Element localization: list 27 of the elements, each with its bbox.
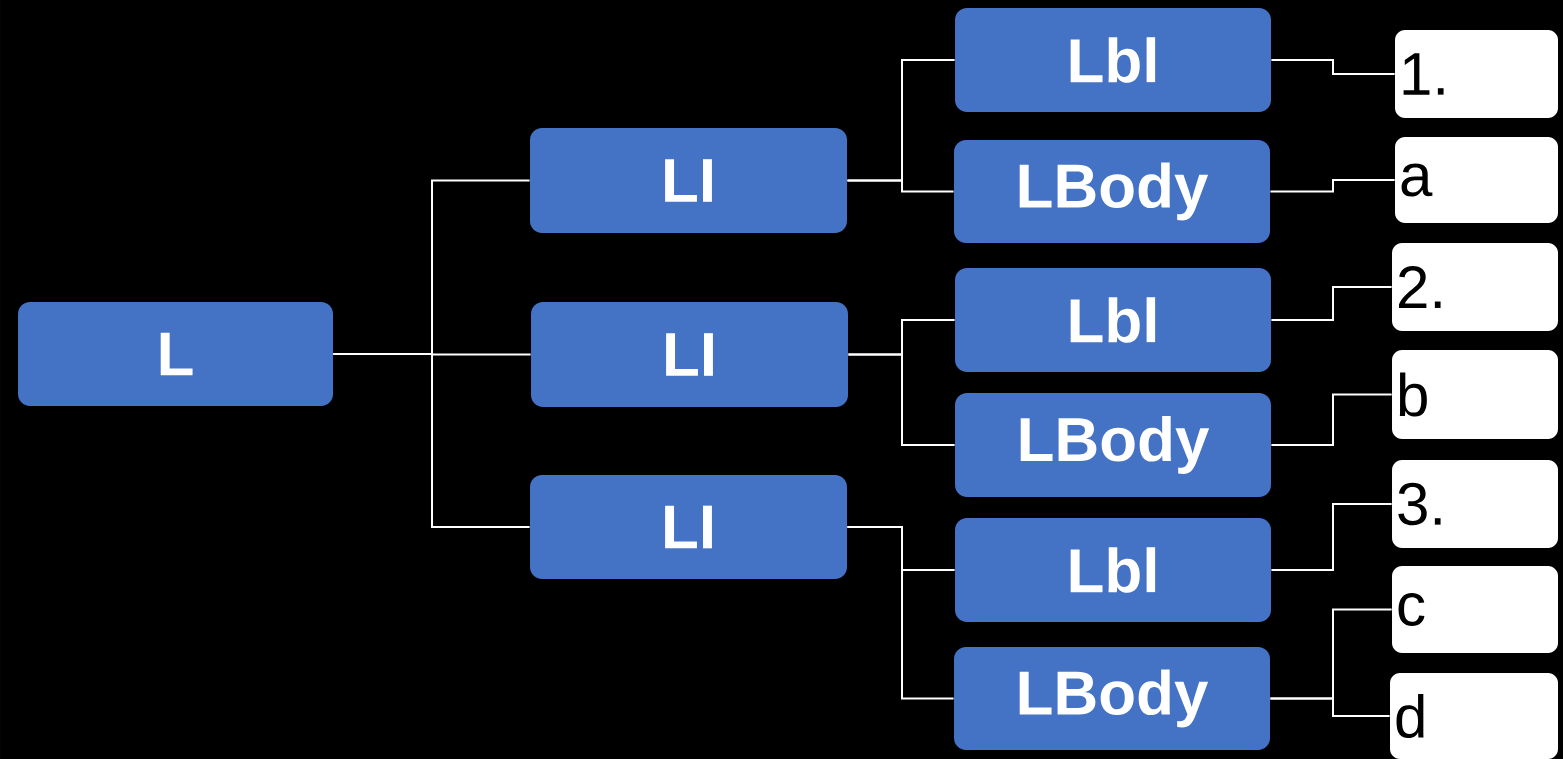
text-box: a <box>1395 137 1558 223</box>
text-box: c <box>1392 566 1558 653</box>
connector-line <box>1269 179 1396 193</box>
connector-line <box>1270 503 1393 571</box>
text-box: d <box>1390 673 1558 759</box>
text-box: 2. <box>1392 243 1558 331</box>
connector-line <box>846 526 955 700</box>
process-box: LI <box>531 302 848 407</box>
connector-line <box>1270 59 1396 75</box>
text-box: 1. <box>1395 30 1558 118</box>
connector-line <box>1270 286 1393 321</box>
process-box: Lbl <box>955 518 1271 622</box>
connector-line <box>847 353 956 446</box>
process-box: LBody <box>954 140 1270 243</box>
text-box: b <box>1392 350 1558 439</box>
text-box: 3. <box>1392 460 1558 548</box>
process-box: LBody <box>955 393 1271 497</box>
process-box: L <box>18 302 333 406</box>
process-box: LBody <box>954 647 1270 750</box>
connector-line <box>1269 697 1391 717</box>
connector-line <box>1270 393 1393 446</box>
process-box: LI <box>530 128 847 233</box>
process-box: LI <box>530 475 847 579</box>
connector-line <box>846 179 955 193</box>
connector-line <box>332 353 531 528</box>
process-box: Lbl <box>955 8 1271 112</box>
process-box: Lbl <box>955 268 1271 372</box>
